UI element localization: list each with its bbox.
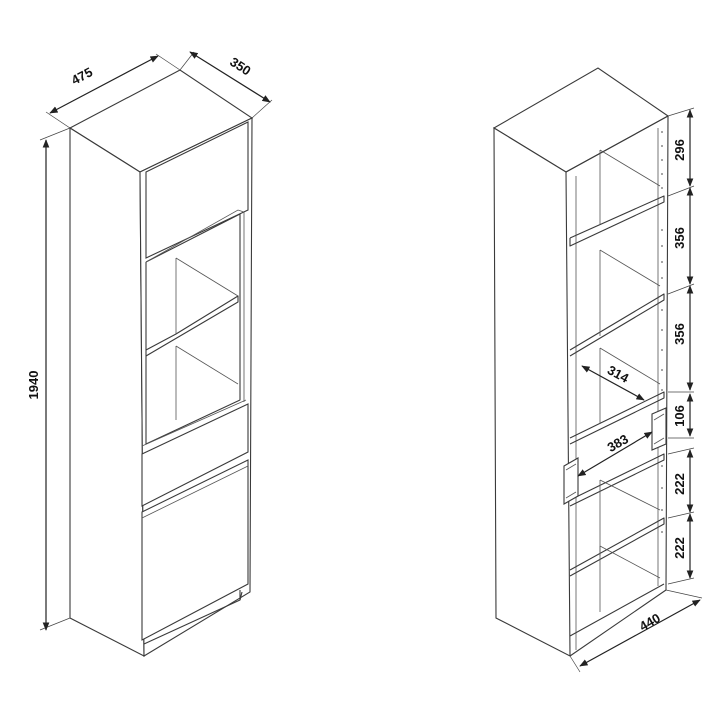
dim-drawer-depth-label: 383 — [605, 431, 631, 455]
dim-drawer-height-label: 106 — [672, 405, 687, 427]
top-flap-door — [145, 121, 249, 259]
dim-shelf-1-label: 296 — [672, 139, 687, 161]
shelf-pin-holes — [661, 131, 663, 533]
open-compartment — [145, 213, 241, 445]
dim-shelf-3-label: 356 — [672, 323, 687, 345]
right-shelves — [569, 149, 665, 637]
dim-width-label: 475 — [69, 64, 95, 87]
left-cabinet-view: 475 350 1940 — [26, 51, 273, 657]
dim-shelf-2-label: 356 — [672, 227, 687, 249]
left-drawer — [141, 403, 249, 507]
left-side-face — [69, 127, 145, 657]
right-cabinet-view: 314 383 296 356 356 106 222 222 — [492, 67, 703, 673]
vertical-dim-chain — [667, 107, 695, 585]
right-front-frame — [565, 115, 669, 657]
dim-shelf-6-label: 222 — [672, 537, 687, 559]
dim-height-label: 1940 — [26, 371, 41, 400]
dim-depth-label: 350 — [227, 54, 253, 78]
right-side-face — [493, 127, 571, 657]
drawer-rails — [563, 407, 667, 505]
dim-base-width-label: 440 — [637, 610, 663, 634]
dim-inner-depth-label: 314 — [605, 362, 632, 386]
dim-shelf-5-label: 222 — [672, 473, 687, 495]
